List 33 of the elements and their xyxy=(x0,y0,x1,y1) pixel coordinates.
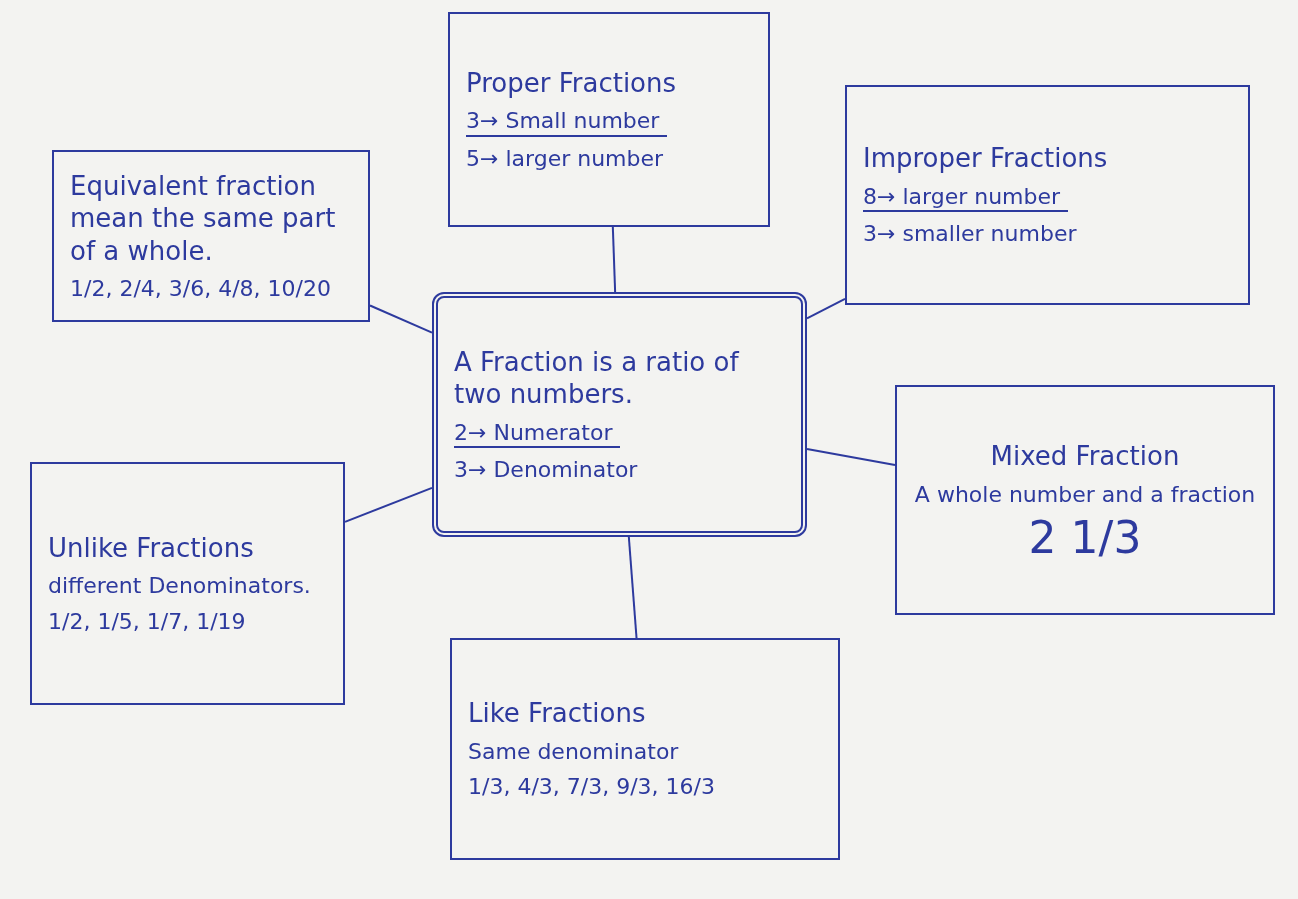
connector-line xyxy=(369,304,433,334)
concept-box xyxy=(448,12,770,227)
box-text: A whole number and a fraction xyxy=(914,480,1256,508)
box-text: 8→ larger number xyxy=(863,182,1069,213)
concept-box xyxy=(845,85,1250,305)
box-text: 3→ smaller number xyxy=(863,220,1078,248)
box-heading: Equivalent fraction mean the same part of a whole. xyxy=(70,169,337,267)
box-text: 2 1/3 xyxy=(1028,516,1142,560)
concept-box xyxy=(52,150,370,322)
concept-box xyxy=(895,385,1275,615)
box-heading: Proper Fractions xyxy=(466,66,678,100)
box-heading: A Fraction is a ratio of two numbers. xyxy=(454,345,741,411)
connector-line xyxy=(611,226,617,293)
box-text: 1/2, 2/4, 3/6, 4/8, 10/20 xyxy=(70,275,332,303)
connector-line xyxy=(806,447,896,467)
box-text: Same denominator xyxy=(468,737,680,766)
box-text: different Denominators. xyxy=(48,572,312,600)
concept-box xyxy=(450,638,840,860)
connector-line xyxy=(627,536,638,639)
box-text: 3→ Small number xyxy=(466,107,668,137)
box-text: 5→ larger number xyxy=(466,144,665,173)
central-concept-box xyxy=(432,292,807,537)
box-text: 2→ Numerator xyxy=(454,418,621,448)
box-text: 3→ Denominator xyxy=(454,456,639,484)
box-heading: Improper Fractions xyxy=(863,142,1109,175)
concept-box xyxy=(30,462,345,705)
connector-line xyxy=(806,297,846,320)
box-heading: Mixed Fraction xyxy=(990,440,1180,473)
box-text: 1/2, 1/5, 1/7, 1/19 xyxy=(48,607,247,636)
box-heading: Unlike Fractions xyxy=(48,531,255,565)
connector-line xyxy=(344,486,433,523)
box-heading: Like Fractions xyxy=(468,697,647,730)
box-text: 1/3, 4/3, 7/3, 9/3, 16/3 xyxy=(468,773,716,801)
